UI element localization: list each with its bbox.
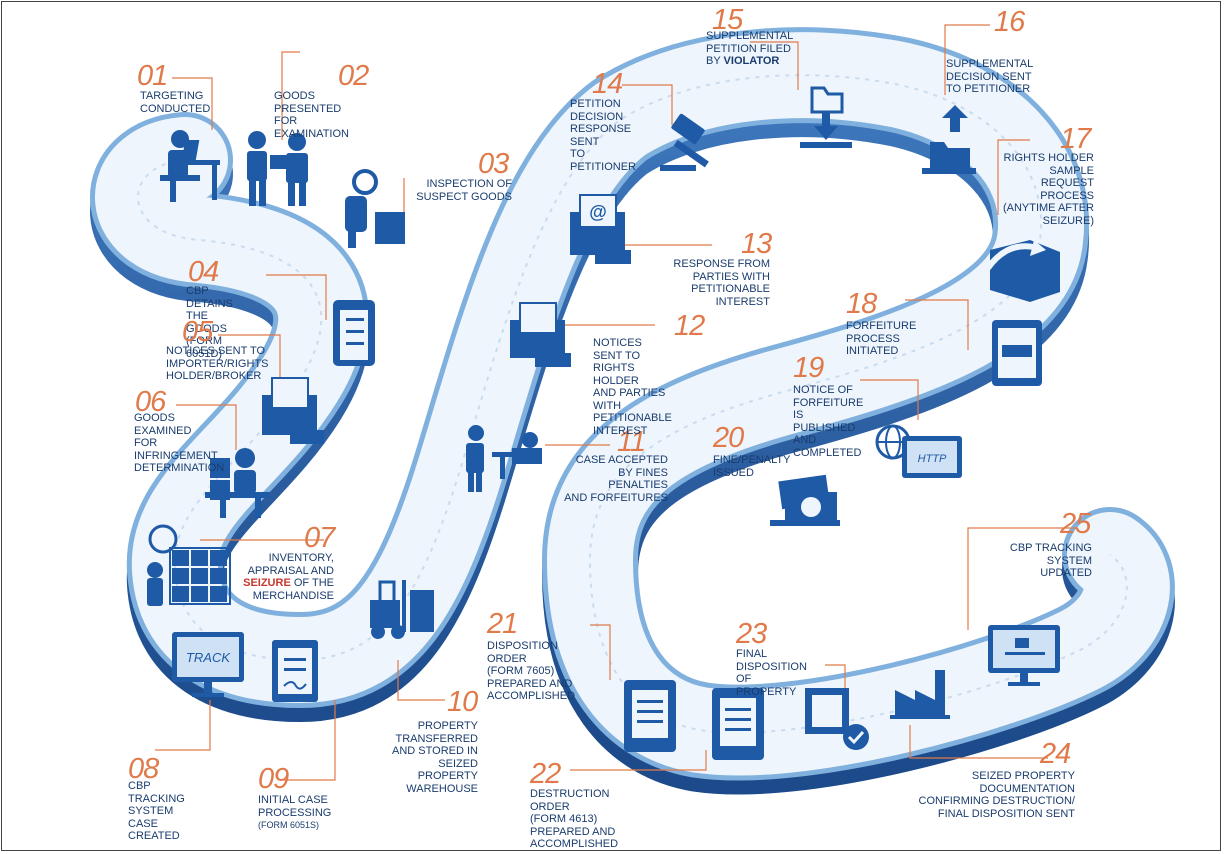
http-screen-text: HTTP	[918, 453, 947, 465]
step-label: NOTICES SENT TO IMPORTER/RIGHTS HOLDER/B…	[166, 345, 269, 382]
step-label: NOTICE OF FORFEITURE IS PUBLISHED AND CO…	[793, 384, 864, 459]
officer-handoff-desk-icon	[466, 425, 542, 492]
step-label: PROPERTY TRANSFERRED AND STORED IN SEIZE…	[392, 720, 478, 795]
step-number: 17	[1060, 123, 1091, 155]
globe-http-monitor-icon: HTTP	[875, 424, 962, 478]
step-number: 03	[478, 148, 509, 180]
step-number: 14	[592, 68, 623, 100]
notice-document-icon	[992, 320, 1042, 386]
box-checkmark-icon	[805, 688, 869, 750]
step-number: 24	[1040, 738, 1071, 770]
step-number: 20	[713, 422, 744, 454]
step-number: 23	[736, 618, 767, 650]
svg-text:@: @	[589, 202, 607, 222]
step-number: 11	[617, 426, 646, 458]
inspector-magnifier-icon	[345, 169, 405, 248]
violator-emphasis: VIOLATOR	[723, 55, 780, 67]
step-label: GOODS EXAMINED FOR INFRINGEMENT DETERMIN…	[134, 412, 225, 474]
factory-icon	[890, 670, 950, 719]
notice-envelope-icon	[262, 377, 324, 444]
inventory-boxes-icon	[147, 524, 231, 606]
document-signing-icon	[272, 640, 318, 702]
step-label: CASE ACCEPTED BY FINES PENALTIES AND FOR…	[564, 454, 668, 504]
step-label: DISPOSITION ORDER (FORM 7605) PREPARED A…	[487, 640, 576, 702]
examiner-at-desk-icon	[205, 448, 270, 518]
step-number: 22	[530, 758, 561, 790]
step-number: 01	[137, 60, 168, 92]
step-number: 04	[188, 256, 219, 288]
open-box-arrow-icon	[985, 240, 1060, 302]
notice-envelope-icon	[510, 302, 571, 367]
step-label: FINAL DISPOSITION OF PROPERTY	[736, 648, 807, 698]
step-number: 13	[741, 228, 772, 260]
forklift-icon	[370, 580, 434, 639]
step-label: CBP TRACKING SYSTEM CASE CREATED	[128, 780, 185, 842]
money-stack-icon	[770, 474, 840, 526]
track-screen-text: TRACK	[186, 650, 231, 665]
step-label: INITIAL CASE PROCESSING(FORM 6051S)	[258, 794, 331, 832]
step-label: NOTICES SENT TO RIGHTS HOLDER AND PARTIE…	[593, 337, 672, 437]
step-label: SUPPLEMENTAL DECISION SENT TO PETITIONER	[946, 58, 1034, 95]
step-number: 12	[674, 310, 705, 342]
step-number: 10	[447, 686, 478, 718]
step-number: 25	[1060, 508, 1091, 540]
step-label: RESPONSE FROM PARTIES WITH PETITIONABLE …	[673, 258, 770, 308]
step-number: 18	[846, 288, 877, 320]
road-centerline	[136, 74, 1128, 734]
step-number: 06	[135, 386, 166, 418]
step-label: FORFEITURE PROCESS INITIATED	[846, 320, 917, 357]
step-number: 09	[258, 763, 289, 795]
step-label: FINE/PENALTY ISSUED	[713, 454, 791, 479]
seizure-highlight: SEIZURE	[243, 577, 291, 589]
label-part: INITIAL CASE PROCESSING	[258, 794, 332, 819]
tracking-monitor-icon	[988, 625, 1060, 686]
track-monitor-icon: TRACK	[172, 632, 244, 697]
step-label: SEIZED PROPERTY DOCUMENTATION CONFIRMING…	[918, 770, 1075, 820]
clipboard-checklist-icon	[333, 300, 375, 366]
person-at-computer-icon	[160, 130, 220, 202]
gavel-icon	[660, 113, 709, 171]
step-number: 05	[182, 316, 213, 348]
step-label: INVENTORY, APPRAISAL AND SEIZURE OF THE …	[222, 552, 334, 602]
label-part: OF THE MERCHANDISE	[252, 577, 334, 602]
step-label: INSPECTION OF SUSPECT GOODS	[416, 178, 512, 203]
label-part: INVENTORY, APPRAISAL AND	[247, 552, 334, 577]
folder-download-icon	[800, 86, 852, 148]
step-label: CBP DETAINS THE GOODS (FORM 6051D)	[186, 285, 233, 360]
step-number: 21	[487, 608, 518, 640]
step-label: GOODS PRESENTED FOR EXAMINATION	[274, 90, 349, 140]
step-number: 19	[793, 352, 824, 384]
step-label: DESTRUCTION ORDER (FORM 4613) PREPARED A…	[530, 788, 619, 850]
folder-upload-icon	[922, 105, 976, 174]
step-label: TARGETING CONDUCTED	[140, 90, 211, 115]
email-notice-icon: @	[570, 194, 631, 264]
step-label: RIGHTS HOLDER SAMPLE REQUEST PROCESS (AN…	[1002, 152, 1094, 227]
step-label: CBP TRACKING SYSTEM UPDATED	[1009, 542, 1092, 579]
step-number: 08	[128, 753, 159, 785]
cbp-officers-with-box-icon	[247, 131, 308, 206]
form-7605-document-icon	[624, 680, 676, 752]
form-4613-document-icon	[712, 688, 764, 760]
label-part: SUPPLEMENTAL PETITION FILED BY	[706, 30, 794, 67]
step-label: SUPPLEMENTAL PETITION FILED BY VIOLATOR	[706, 30, 793, 68]
leader-lines	[155, 24, 1078, 781]
form-subtext: (FORM 6051S)	[258, 820, 320, 830]
step-number: 07	[304, 522, 335, 554]
step-number: 02	[338, 60, 369, 92]
step-number: 16	[994, 6, 1025, 38]
step-label: PETITION DECISION RESPONSE SENT TO PETIT…	[570, 98, 637, 173]
step-number: 15	[712, 4, 743, 36]
